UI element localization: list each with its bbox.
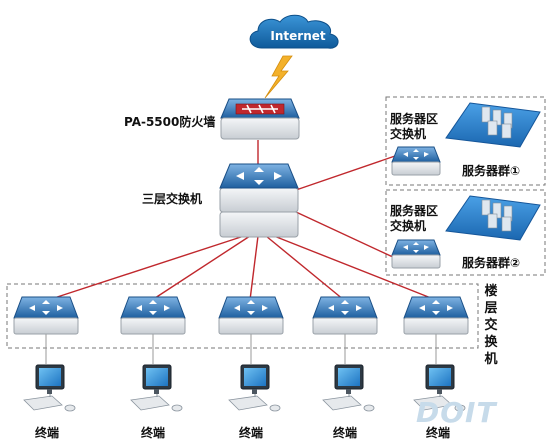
floor-switch-icon bbox=[120, 296, 186, 335]
server-zone-label-line: 服务器区 bbox=[390, 112, 439, 126]
server-group-2-label: 服务器群② bbox=[462, 256, 521, 270]
access-links bbox=[45, 334, 437, 364]
server-group-1-label: 服务器群① bbox=[462, 164, 521, 178]
server-zone-2-switch-icon bbox=[391, 239, 441, 269]
link-core-floor-2 bbox=[151, 235, 251, 301]
terminal-pc-icon bbox=[23, 364, 76, 412]
link-core-floor-4 bbox=[265, 235, 345, 301]
link-core-server-2 bbox=[295, 211, 396, 259]
floor-switches-group bbox=[13, 296, 469, 335]
server-zone-label-line: 交换机 bbox=[390, 219, 427, 233]
internet-cloud-icon bbox=[249, 14, 339, 49]
server-group-1-icon bbox=[445, 102, 541, 148]
link-core-floor-1 bbox=[47, 235, 245, 301]
terminal-pc-icon bbox=[413, 364, 466, 412]
terminal-pc-icon bbox=[322, 364, 375, 412]
server-group-2-icon bbox=[445, 195, 541, 241]
core-switch-label: 三层交换机 bbox=[142, 192, 203, 206]
floor-switch-icon bbox=[312, 296, 378, 335]
server-zone-2-label: 服务器区交换机 bbox=[390, 204, 438, 234]
terminal-label: 终端 bbox=[34, 426, 59, 440]
lightning-icon bbox=[264, 55, 293, 99]
terminal-pc-icon bbox=[130, 364, 183, 412]
link-core-floor-3 bbox=[249, 235, 259, 301]
firewall-icon bbox=[220, 98, 300, 140]
terminal-label: 终端 bbox=[238, 426, 263, 440]
server-zone-1-label: 服务器区交换机 bbox=[390, 112, 438, 142]
floor-switch-icon bbox=[218, 296, 284, 335]
floor-switch-icon bbox=[403, 296, 469, 335]
floor-switch-frame bbox=[6, 283, 479, 349]
server-zone-1-frame bbox=[385, 96, 546, 186]
terminal-label: 终端 bbox=[332, 426, 357, 440]
link-core-server-1 bbox=[295, 155, 396, 191]
server-zone-1-switch-icon bbox=[391, 146, 441, 176]
terminals-group bbox=[23, 364, 466, 412]
terminal-pc-icon bbox=[228, 364, 281, 412]
core-switch-icon bbox=[219, 163, 299, 238]
server-zone-label-line: 服务器区 bbox=[390, 204, 439, 218]
terminal-label: 终端 bbox=[425, 426, 450, 440]
server-zone-label-line: 交换机 bbox=[390, 127, 427, 141]
internet-label: Internet bbox=[270, 29, 326, 43]
network-links bbox=[47, 140, 437, 301]
terminal-label: 终端 bbox=[140, 426, 165, 440]
watermark-logo: DOIT bbox=[416, 396, 497, 429]
firewall-label: PA-5500防火墙 bbox=[124, 115, 216, 129]
floor-switch-label: 楼层交换机 bbox=[484, 284, 498, 367]
link-core-floor-5 bbox=[273, 235, 437, 301]
server-zone-2-frame bbox=[385, 189, 546, 276]
floor-switch-icon bbox=[13, 296, 79, 335]
